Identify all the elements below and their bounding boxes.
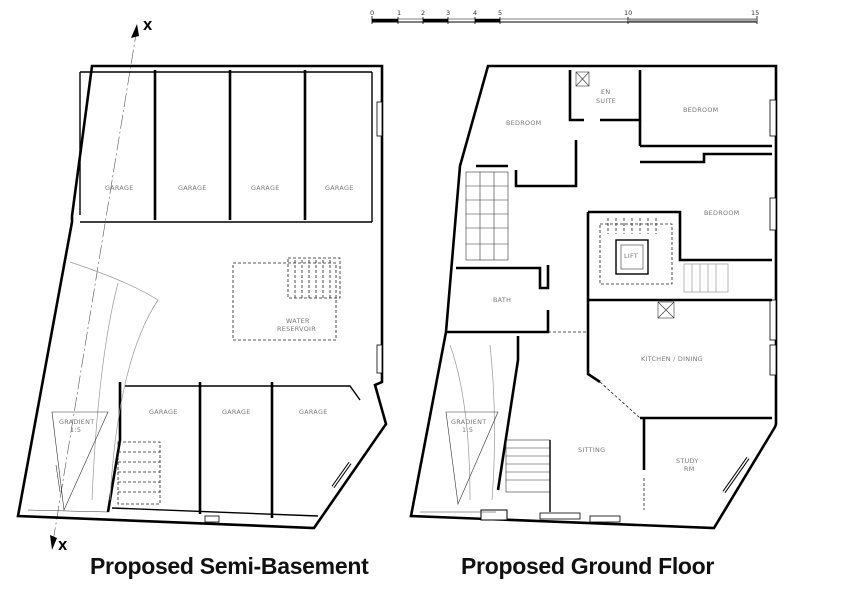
reservoir-label: WATER bbox=[286, 317, 310, 325]
study-label: RM bbox=[684, 465, 695, 473]
water-reservoir bbox=[232, 257, 341, 341]
study-label: STUDY bbox=[676, 457, 699, 465]
scale-tick-0: 0 bbox=[370, 9, 374, 17]
scale-bar: 0 1 2 3 4 5 10 15 bbox=[370, 9, 759, 24]
scale-tick-4: 4 bbox=[473, 9, 477, 17]
section-mark-top: X bbox=[143, 19, 153, 33]
semi-basement-title: Proposed Semi-Basement bbox=[90, 553, 369, 579]
basement-stair bbox=[117, 441, 161, 505]
en-suite-label: SUITE bbox=[596, 97, 616, 105]
lift-label: LIFT bbox=[624, 252, 638, 260]
gradient-label: GRADIENT bbox=[451, 418, 486, 426]
kitchen-dining-label: KITCHEN / DINING bbox=[641, 355, 703, 363]
scale-tick-3: 3 bbox=[446, 9, 450, 17]
en-suite-label: EN bbox=[601, 88, 610, 96]
ground-floor-title: Proposed Ground Floor bbox=[461, 553, 715, 579]
garage-label: GARAGE bbox=[325, 184, 354, 192]
gradient-label: GRADIENT bbox=[59, 418, 94, 426]
bath-label: BATH bbox=[493, 296, 511, 304]
garage-label: GARAGE bbox=[105, 184, 134, 192]
semi-basement-plan: GARAGE GARAGE GARAGE GARAGE GARAGE GARAG… bbox=[16, 64, 388, 530]
gradient-label: 1:5 bbox=[462, 426, 473, 434]
gradient-label: 1:5 bbox=[70, 426, 81, 434]
ground-floor-stair bbox=[465, 171, 509, 261]
scale-tick-1: 1 bbox=[397, 9, 401, 17]
sitting-label: SITTING bbox=[578, 446, 605, 454]
ground-floor-plan: EN SUITE BEDROOM BEDROOM BEDROOM LIFT BA… bbox=[409, 64, 778, 530]
section-mark-bottom: X bbox=[58, 539, 68, 553]
scale-tick-15: 15 bbox=[751, 9, 759, 17]
lift-core bbox=[586, 210, 772, 300]
garage-label: GARAGE bbox=[299, 408, 328, 416]
scale-tick-2: 2 bbox=[421, 9, 425, 17]
bedroom-label: BEDROOM bbox=[506, 119, 541, 127]
garage-label: GARAGE bbox=[149, 408, 178, 416]
garage-label: GARAGE bbox=[222, 408, 251, 416]
scale-tick-5: 5 bbox=[498, 9, 502, 17]
bedroom-label: BEDROOM bbox=[683, 106, 718, 114]
section-line-x: X X bbox=[50, 19, 153, 553]
scale-tick-10: 10 bbox=[624, 9, 632, 17]
garage-label: GARAGE bbox=[178, 184, 207, 192]
reservoir-label: RESERVOIR bbox=[277, 325, 316, 333]
bedroom-label: BEDROOM bbox=[704, 209, 739, 217]
garage-label: GARAGE bbox=[251, 184, 280, 192]
sitting-stair bbox=[505, 439, 551, 512]
